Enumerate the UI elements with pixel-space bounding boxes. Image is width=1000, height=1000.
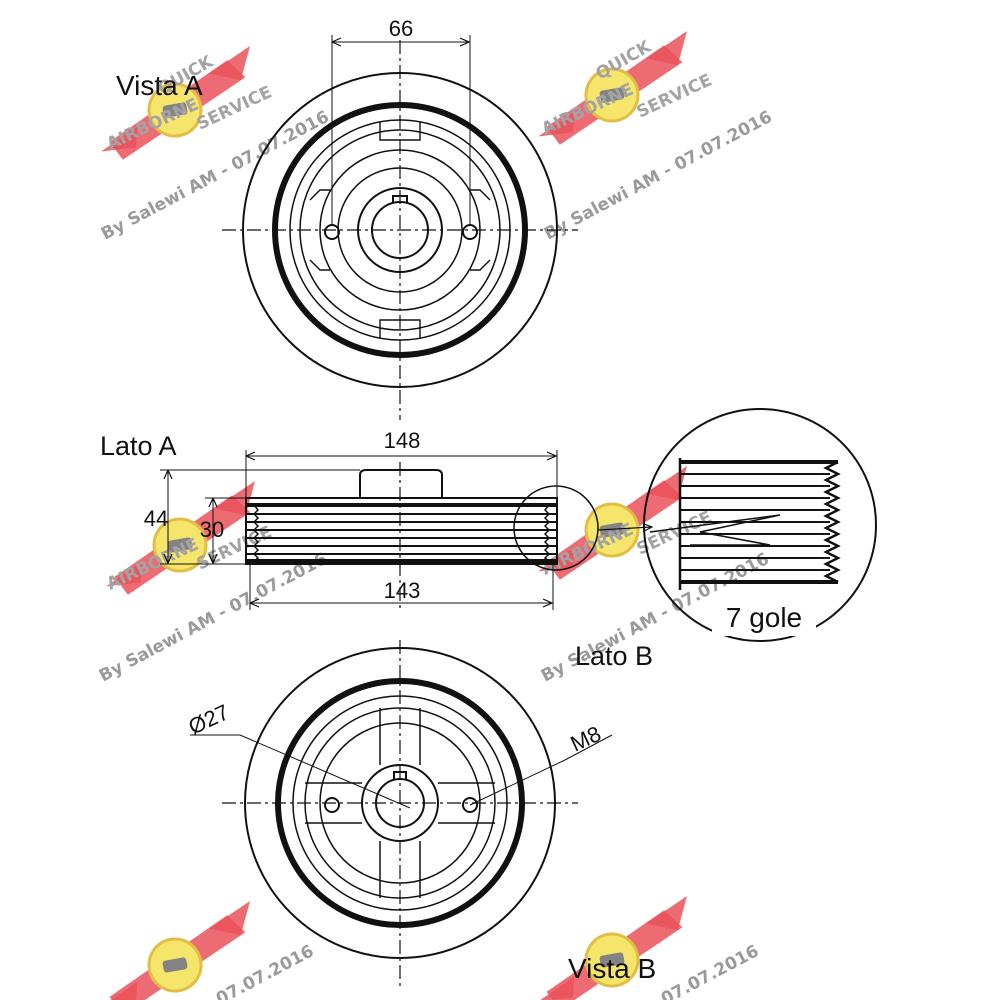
dim-belt-height: 30	[200, 517, 224, 542]
dim-bolt-spacing: 66	[389, 16, 413, 41]
keyway	[393, 771, 407, 779]
groove-detail: 7 gole	[643, 408, 877, 642]
belt-track	[272, 102, 528, 358]
watermark-logo-top-left: AIRBORNE SERVICE QUICK	[86, 44, 275, 165]
belt-track	[275, 678, 525, 928]
watermark-text-5: 07.07.2016	[213, 941, 317, 1000]
dim-overall-width: 148	[384, 428, 421, 453]
detail-callout-circle	[513, 485, 599, 571]
dim-bore-diameter: Ø27	[185, 699, 233, 739]
watermark-text-6: 07.07.2016	[658, 941, 762, 1000]
keyway	[392, 195, 408, 202]
bolt-hole-right	[462, 224, 478, 240]
dim-total-height: 44	[144, 506, 168, 531]
label-lato-a: Lato A	[100, 431, 177, 461]
center-bore	[375, 778, 425, 828]
hub-profile	[359, 469, 443, 498]
top-view: 66	[222, 16, 578, 420]
label-lato-b: Lato B	[575, 641, 653, 671]
center-bore	[371, 201, 429, 259]
bottom-view: Ø27 M8	[185, 640, 613, 990]
dim-thread: M8	[567, 721, 605, 757]
label-7-gole: 7 gole	[726, 602, 802, 633]
outer-rim	[244, 647, 556, 959]
side-view: Lato A 148 44 30	[100, 428, 653, 671]
bolt-hole-left	[324, 224, 340, 240]
belt-body	[245, 497, 558, 565]
watermark-logo-top-right: AIRBORNE SERVICE QUICK	[523, 29, 715, 150]
bolt-hole-right	[462, 797, 478, 813]
label-vista-a: Vista A	[116, 70, 203, 101]
label-vista-b: Vista B	[568, 953, 656, 984]
dim-belt-width: 143	[384, 578, 421, 603]
outer-rim	[242, 72, 558, 388]
bolt-hole-left	[324, 797, 340, 813]
